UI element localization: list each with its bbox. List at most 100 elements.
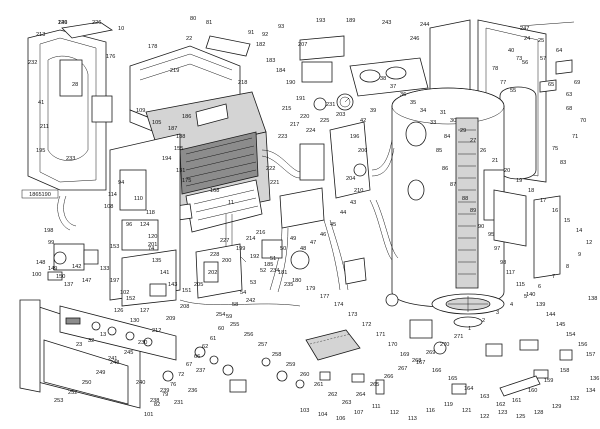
callout-number: 239 <box>160 388 169 394</box>
callout-number: 135 <box>152 258 161 264</box>
callout-number: 205 <box>194 282 203 288</box>
callout-number: 10 <box>118 26 124 32</box>
callout-number: 213 <box>36 32 45 38</box>
callout-number: 28 <box>72 82 78 88</box>
callout-number: 56 <box>522 60 528 66</box>
callout-number: 69 <box>574 80 580 86</box>
right-brackets <box>519 21 575 279</box>
callout-number: 230 <box>138 340 147 346</box>
callout-number: 249 <box>96 370 105 376</box>
callout-number: 211 <box>40 124 49 130</box>
pump-assembly <box>261 239 399 307</box>
callout-number: 126 <box>114 308 123 314</box>
reference-code: 1865190 <box>29 192 51 198</box>
callout-number: 148 <box>36 260 45 266</box>
callout-number: 124 <box>140 222 149 228</box>
callout-number: 68 <box>566 106 572 112</box>
callout-number: 215 <box>282 106 291 112</box>
callout-number: 33 <box>430 120 436 126</box>
callout-number: 192 <box>250 254 259 260</box>
callout-number: 132 <box>570 396 579 402</box>
callout-number: 134 <box>586 388 595 394</box>
callout-number: 210 <box>354 188 363 194</box>
callout-number: 130 <box>130 318 139 324</box>
callout-number: 59 <box>226 314 232 320</box>
callout-number: 256 <box>244 332 253 338</box>
callout-number: 12 <box>586 240 592 246</box>
callout-number: 104 <box>318 412 327 418</box>
callout-number: 237 <box>196 368 205 374</box>
bottom-fittings <box>162 339 573 397</box>
callout-number: 153 <box>110 244 119 250</box>
callout-number: 26 <box>480 148 486 154</box>
callout-number: 149 <box>48 266 57 272</box>
callout-number: 233 <box>66 156 75 162</box>
callout-number: 25 <box>538 38 544 44</box>
callout-number: 181 <box>278 270 287 276</box>
callout-number: 137 <box>64 282 73 288</box>
callout-number: 66 <box>194 354 200 360</box>
callout-number: 19 <box>516 178 522 184</box>
callout-number: 46 <box>320 232 326 238</box>
callout-number: 201 <box>148 242 157 248</box>
callout-number: 228 <box>210 252 219 258</box>
callout-number: 41 <box>38 100 44 106</box>
callout-number: 225 <box>320 118 329 124</box>
callout-number: 166 <box>432 368 441 374</box>
callout-number: 75 <box>552 146 558 152</box>
callout-number: 44 <box>340 210 346 216</box>
callout-number: 107 <box>354 410 363 416</box>
callout-number: 2 <box>482 318 485 324</box>
callout-number: 55 <box>510 88 516 94</box>
callout-number: 138 <box>588 296 597 302</box>
callout-number: 219 <box>170 68 179 74</box>
callout-number: 170 <box>388 342 397 348</box>
callout-number: 145 <box>556 322 565 328</box>
callout-number: 136 <box>590 376 599 382</box>
callout-number: 150 <box>56 274 65 280</box>
callout-number: 183 <box>266 58 275 64</box>
callout-number: 264 <box>356 392 365 398</box>
callout-number: 217 <box>290 122 299 128</box>
callout-number: 151 <box>182 288 191 294</box>
callout-number: 214 <box>246 236 255 242</box>
callout-number: 208 <box>180 304 189 310</box>
diverter-valve <box>409 319 503 357</box>
callout-number: 48 <box>300 246 306 252</box>
gas-valve <box>47 243 99 281</box>
callout-number: 222 <box>266 166 275 172</box>
callout-number: 32 <box>88 338 94 344</box>
callout-number: 141 <box>160 270 169 276</box>
callout-number: 271 <box>454 334 463 340</box>
callout-number: 190 <box>286 80 295 86</box>
callout-number: 193 <box>316 18 325 24</box>
callout-number: 175 <box>182 178 191 184</box>
callout-number: 58 <box>232 302 238 308</box>
callout-number: 154 <box>566 332 575 338</box>
callout-number: 98 <box>500 260 506 266</box>
callout-number: 238 <box>150 398 159 404</box>
callout-number: 49 <box>290 236 296 242</box>
callout-number: 163 <box>480 394 489 400</box>
callout-number: 207 <box>298 42 307 48</box>
callout-number: 186 <box>182 114 191 120</box>
callout-number: 11 <box>228 200 234 206</box>
callout-number: 42 <box>360 118 366 124</box>
callout-number: 76 <box>170 382 176 388</box>
callout-number: 9 <box>578 252 581 258</box>
callout-number: 218 <box>238 80 247 86</box>
callout-number: 90 <box>478 224 484 230</box>
callout-number: 206 <box>358 148 367 154</box>
callout-number: 70 <box>580 118 586 124</box>
callout-number: 53 <box>250 280 256 286</box>
callout-number: 131 <box>176 168 185 174</box>
callout-number: 188 <box>176 134 185 140</box>
callout-number: 268 <box>412 358 421 364</box>
callout-number: 50 <box>280 246 286 252</box>
callout-number: 85 <box>436 148 442 154</box>
callout-number: 40 <box>508 48 514 54</box>
callout-number: 223 <box>278 134 287 140</box>
callout-number: 13 <box>100 332 106 338</box>
callout-number: 189 <box>346 18 355 24</box>
callout-number: 119 <box>444 402 453 408</box>
